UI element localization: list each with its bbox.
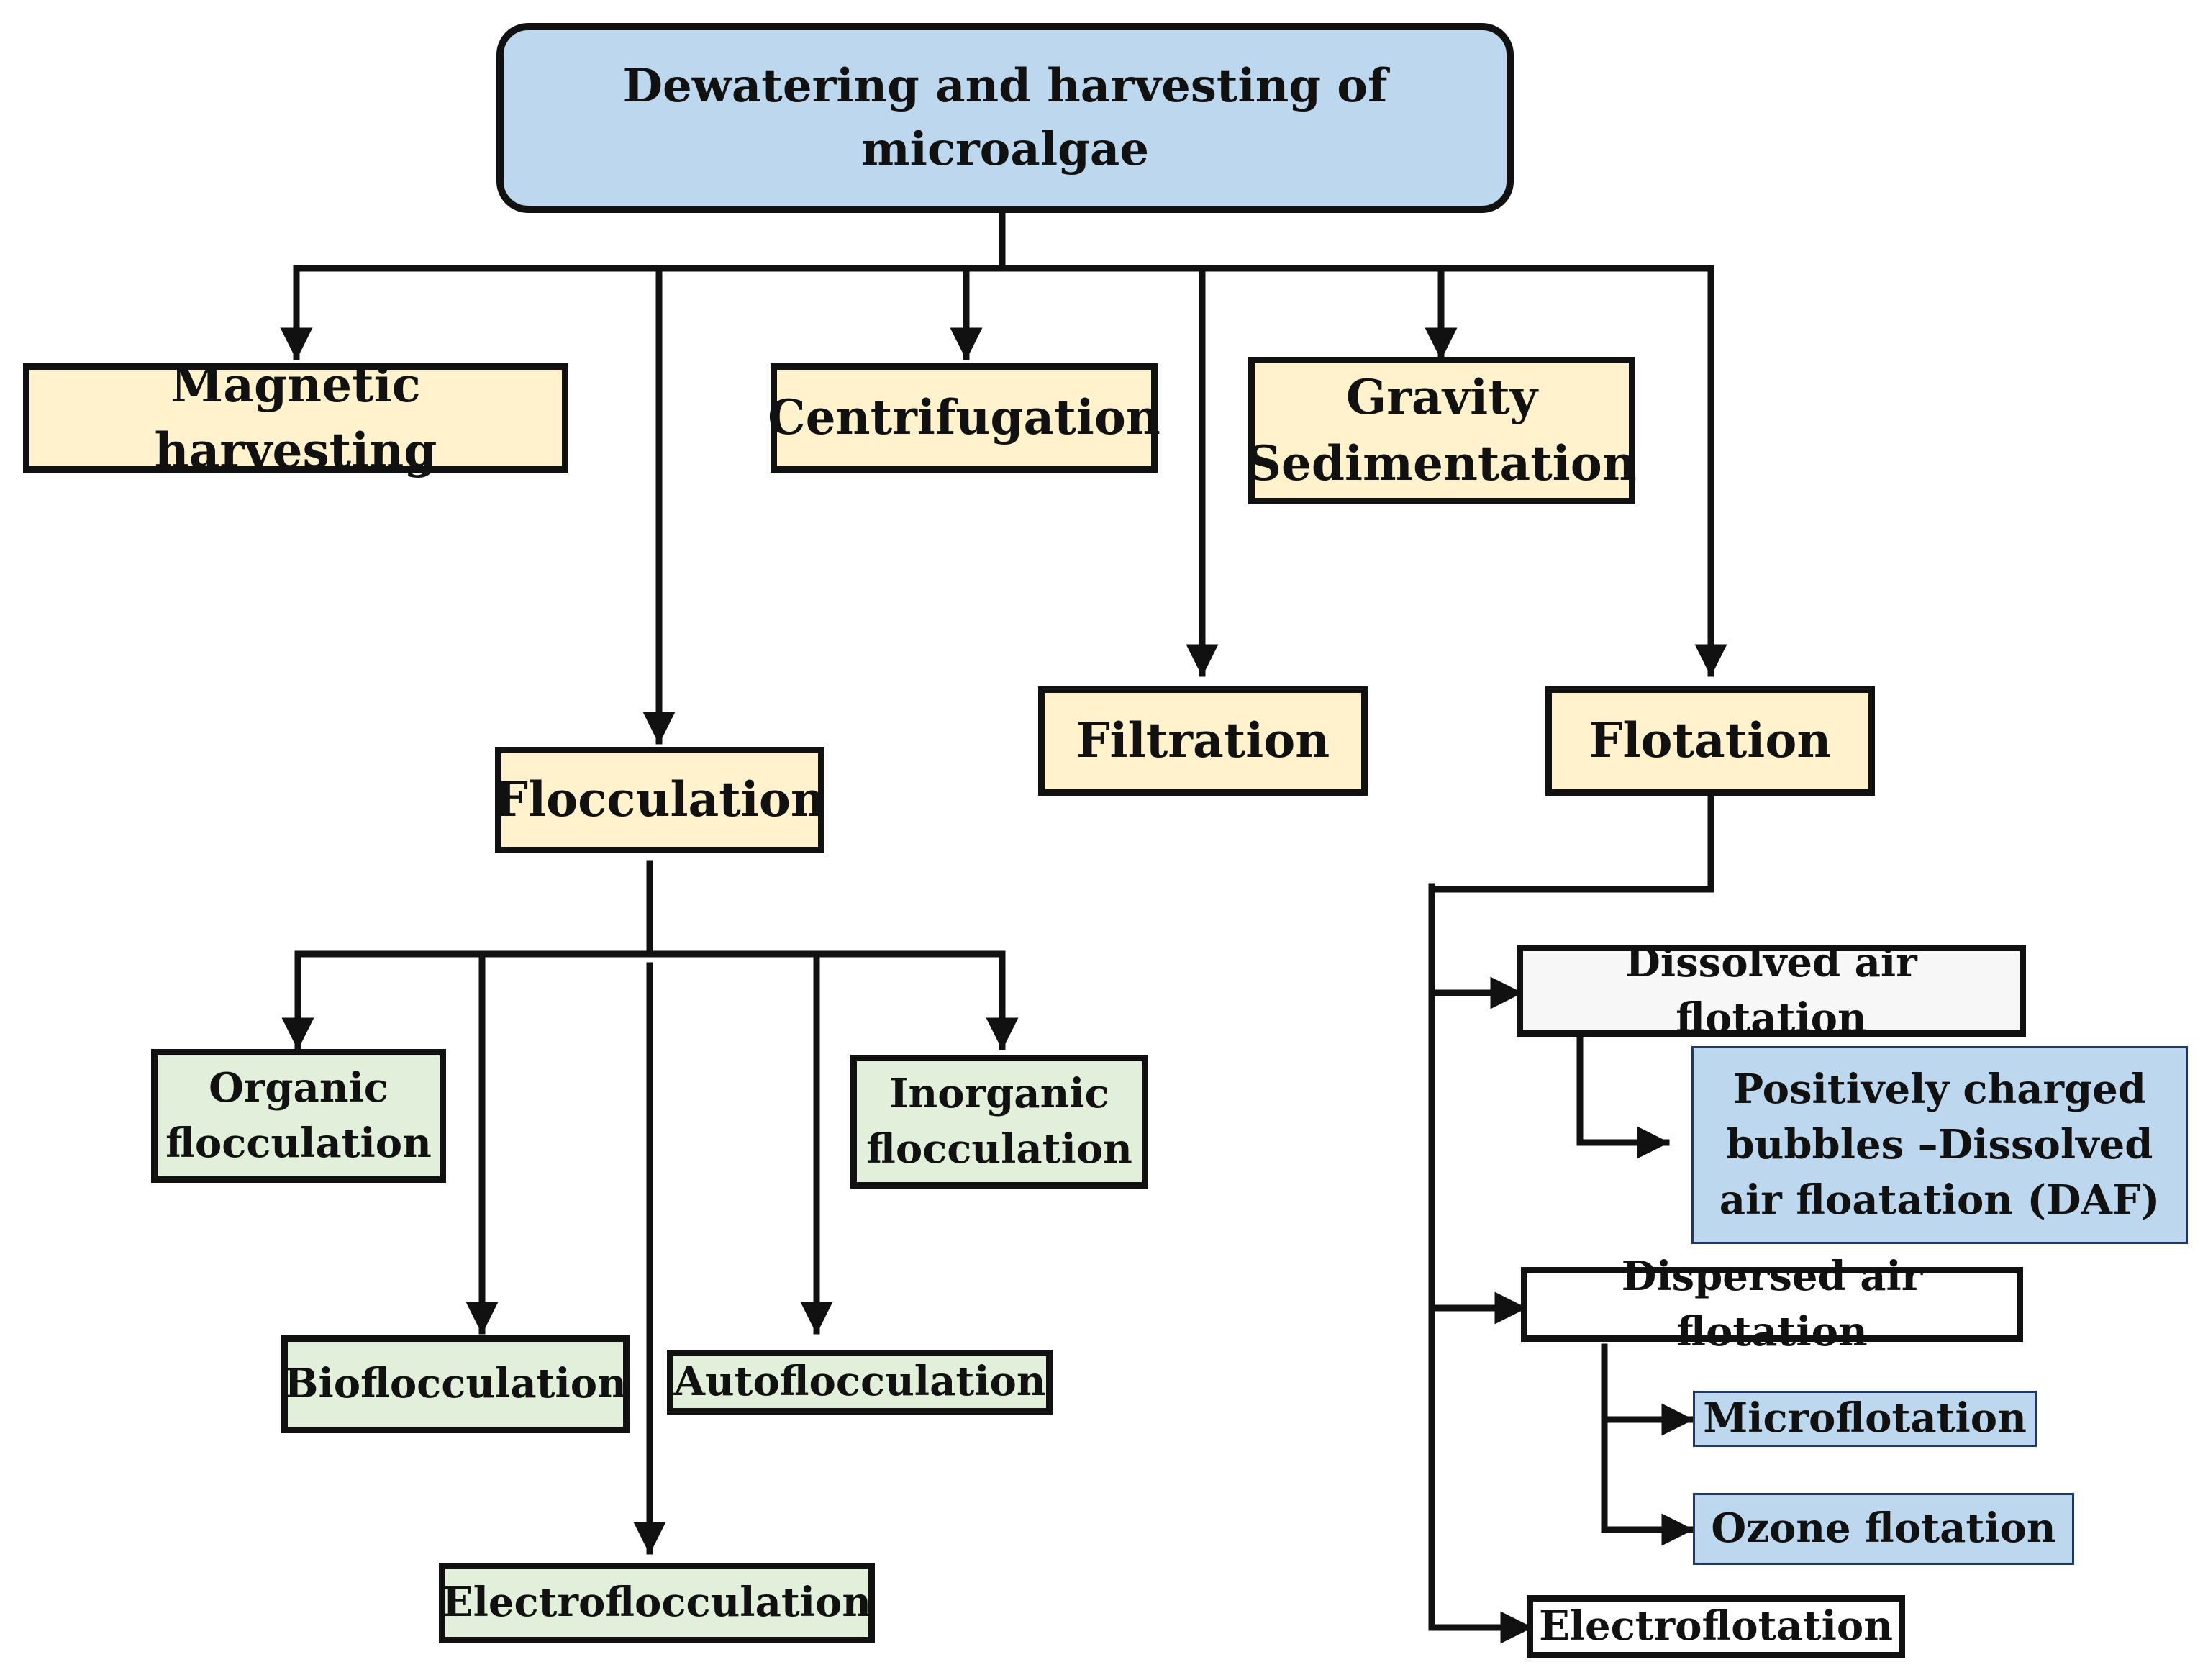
flocculation-organic: Organic flocculation xyxy=(151,1049,446,1183)
flotation-connector-line xyxy=(1428,795,1714,893)
method-filtration: Filtration xyxy=(1038,686,1368,796)
method-magnetic-harvesting: Magnetic harvesting xyxy=(23,357,568,478)
method-flocculation: Flocculation xyxy=(494,747,825,853)
flocculation-electro: Electroflocculation xyxy=(439,1563,875,1643)
flotation-daf: Positively charged bubbles –Dissolved ai… xyxy=(1691,1046,2188,1244)
flocculation-electro-label: Electroflocculation xyxy=(442,1579,872,1627)
method-flotation: Flotation xyxy=(1545,686,1875,796)
flocculation-inorganic-label: Inorganic flocculation xyxy=(866,1069,1132,1173)
method-filtration-label: Filtration xyxy=(1076,712,1330,769)
flocculation-organic-label: Organic flocculation xyxy=(165,1063,432,1167)
method-magnetic-label: Magnetic harvesting xyxy=(154,356,437,478)
root-label: Dewatering and harvesting of microalgae xyxy=(622,58,1388,176)
flotation-daf-label: Positively charged bubbles –Dissolved ai… xyxy=(1719,1065,2161,1225)
flotation-electro: Electroflotation xyxy=(1527,1595,1905,1658)
flotation-ozone-label: Ozone flotation xyxy=(1711,1504,2056,1553)
flotation-dissolved-air: Dissolved air flotation xyxy=(1517,939,2026,1042)
method-centrifugation: Centrifugation xyxy=(768,363,1160,473)
flotation-micro: Microflotation xyxy=(1693,1391,2037,1447)
method-gravity-sedimentation: Gravity Sedimentation xyxy=(1247,357,1637,504)
method-flotation-label: Flotation xyxy=(1589,712,1832,769)
flotation-micro-label: Microflotation xyxy=(1703,1394,2027,1443)
arrow-to-daf xyxy=(1576,1035,1670,1159)
flocculation-auto-label: Autoflocculation xyxy=(673,1358,1046,1406)
flotation-dispersed-air: Dispersed air flotation xyxy=(1521,1253,2023,1356)
flotation-ozone: Ozone flotation xyxy=(1693,1493,2074,1565)
root-node: Dewatering and harvesting of microalgae xyxy=(496,23,1514,213)
flotation-dissolved-label: Dissolved air flotation xyxy=(1625,938,1917,1042)
flotation-dispersed-label: Dispersed air flotation xyxy=(1621,1252,1923,1356)
flocculation-inorganic: Inorganic flocculation xyxy=(850,1055,1148,1189)
flocculation-bio: Bioflocculation xyxy=(281,1335,630,1433)
flocculation-auto: Autoflocculation xyxy=(667,1350,1053,1415)
flotation-electro-label: Electroflotation xyxy=(1539,1602,1893,1651)
method-gravity-label: Gravity Sedimentation xyxy=(1247,369,1637,491)
method-centrifugation-label: Centrifugation xyxy=(768,389,1160,446)
method-flocculation-label: Flocculation xyxy=(494,771,825,828)
flocculation-bio-label: Bioflocculation xyxy=(284,1360,627,1408)
